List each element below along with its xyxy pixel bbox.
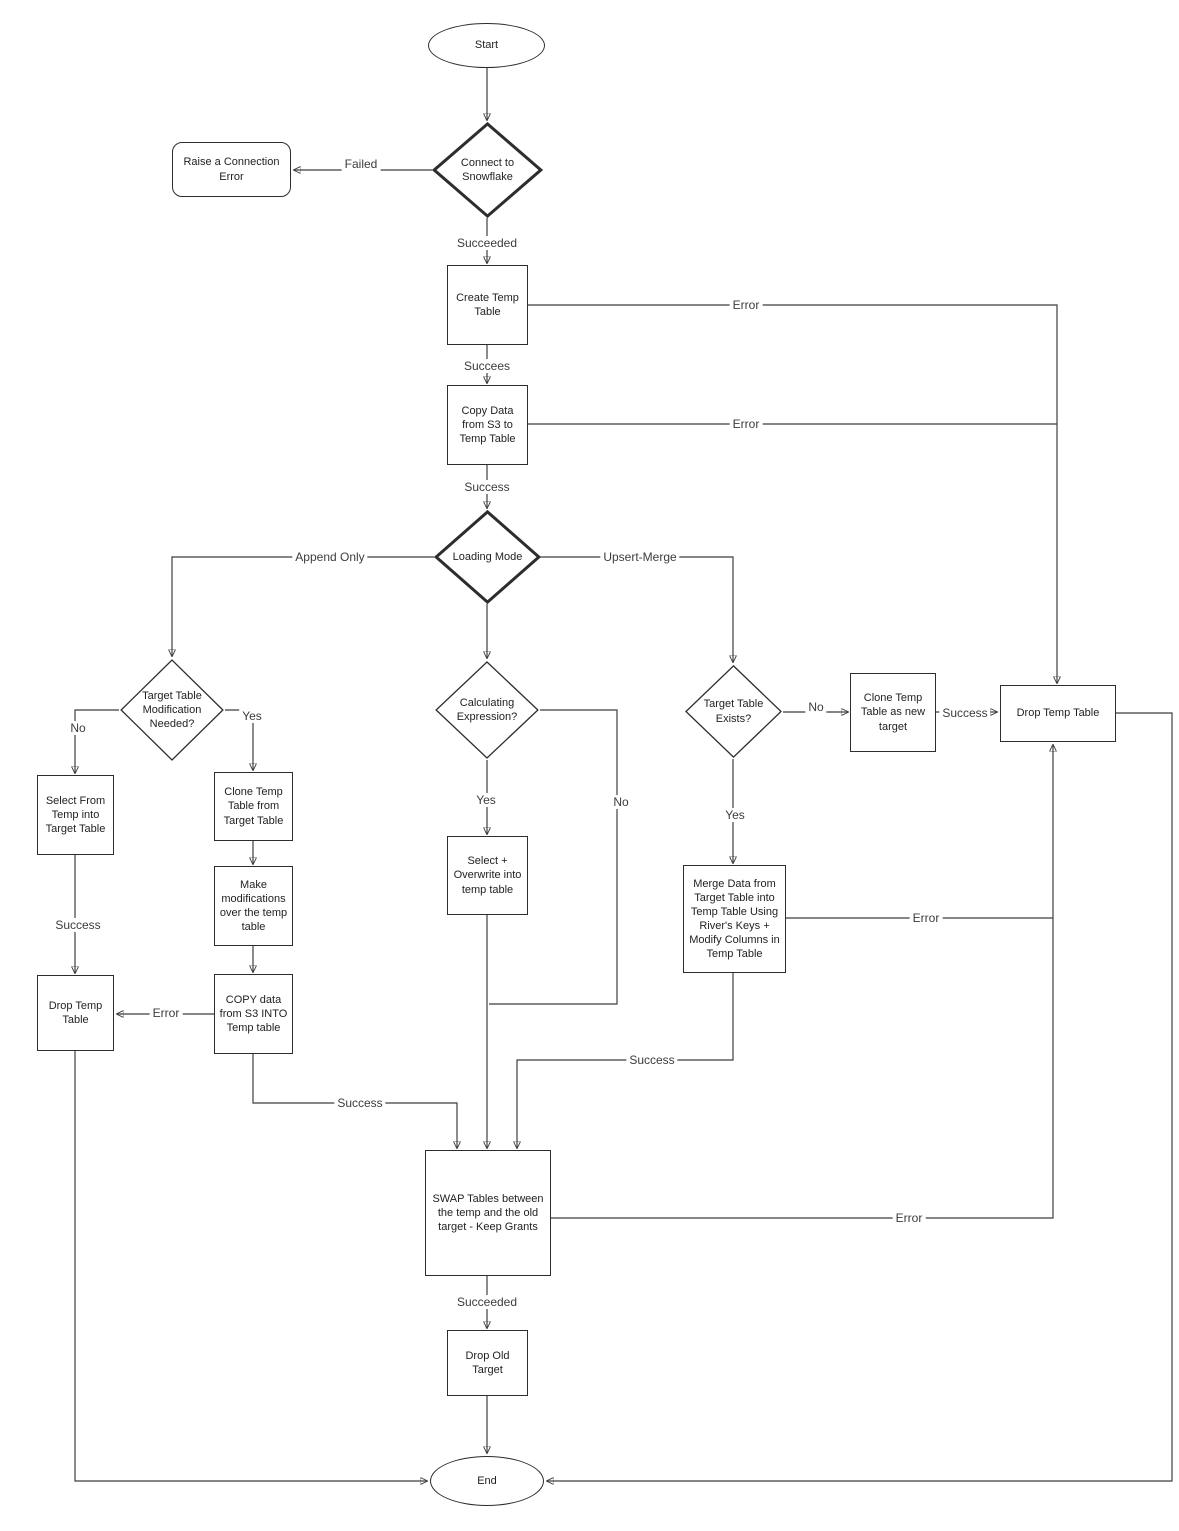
- edge-label-clone-success: Success: [939, 706, 991, 720]
- edge-label-error-copy: Error: [729, 417, 763, 431]
- node-copy-data-label: Copy Data from S3 to Temp Table: [459, 404, 516, 446]
- node-loading-mode: Loading Mode: [434, 510, 541, 604]
- edge-merge-success-swap: [517, 973, 734, 1148]
- edge-upsert-merge: [540, 556, 733, 662]
- edge-label-swap-succeeded: Succeeded: [453, 1295, 521, 1309]
- node-create-temp-table: Create Temp Table: [447, 265, 528, 345]
- node-tte-label: Target Table Exists?: [703, 698, 764, 725]
- edge-label-succees: Succees: [460, 359, 514, 373]
- edge-label-success-copy: Success: [461, 480, 513, 494]
- node-drop-temp-left-label: Drop Temp Table: [48, 999, 103, 1026]
- diamond-shape-icon: [684, 664, 783, 759]
- node-select-overwrite-label: Select + Overwrite into temp table: [453, 855, 522, 896]
- diamond-shape-icon: [432, 122, 543, 218]
- node-make-modifications: Make modifications over the temp table: [214, 866, 293, 946]
- node-select-from-temp-label: Select From Temp into Target Table: [45, 794, 106, 836]
- edge-droptempright-end: [547, 712, 1173, 1481]
- node-copy-into-label: COPY data from S3 INTO Temp table: [219, 993, 288, 1035]
- edge-label-copy-into-error: Error: [149, 1006, 183, 1020]
- node-target-table-exists: Target Table Exists?: [684, 664, 783, 759]
- edge-droptempleft-end: [74, 1051, 427, 1481]
- diamond-shape-icon: [434, 510, 541, 604]
- node-ttm-label: Target Table Modification Needed?: [142, 689, 202, 731]
- node-end-label: End: [477, 1474, 497, 1487]
- node-make-modifications-label: Make modifications over the temp table: [219, 878, 288, 934]
- edge-label-error-create: Error: [729, 298, 763, 312]
- edge-label-upsert-merge: Upsert-Merge: [600, 550, 680, 564]
- node-clone-temp-as-new-target: Clone Temp Table as new target: [850, 673, 936, 752]
- edge-ce-no: [489, 709, 618, 1005]
- edge-ttm-no: [75, 709, 119, 773]
- node-select-overwrite: Select + Overwrite into temp table: [447, 836, 528, 915]
- edge-create-error-trunk: [528, 304, 1057, 683]
- edge-label-append-only: Append Only: [292, 550, 368, 564]
- node-raise-label: Raise a Connection Error: [183, 156, 280, 183]
- node-copy-data-s3-to-temp: Copy Data from S3 to Temp Table: [447, 385, 528, 465]
- node-clone-from-target-label: Clone Temp Table from Target Table: [223, 786, 284, 827]
- node-drop-temp-table-right: Drop Temp Table: [1000, 685, 1116, 742]
- node-drop-temp-table-left: Drop Temp Table: [37, 975, 114, 1051]
- node-merge-data: Merge Data from Target Table into Temp T…: [683, 865, 786, 973]
- edge-label-failed: Failed: [341, 157, 381, 171]
- edge-label-ce-yes: Yes: [473, 793, 499, 807]
- node-start: Start: [428, 23, 545, 68]
- node-raise-connection-error: Raise a Connection Error: [172, 142, 291, 197]
- edge-label-ttm-yes: Yes: [239, 709, 265, 723]
- node-select-from-temp: Select From Temp into Target Table: [37, 775, 114, 855]
- edge-swap-error-trunk: [551, 745, 1053, 1219]
- node-target-table-modification: Target Table Modification Needed?: [119, 658, 225, 762]
- edge-label-ce-no: No: [610, 795, 632, 809]
- node-ce-label: Calculating Expression?: [456, 696, 518, 723]
- edge-label-merge-error: Error: [909, 911, 943, 925]
- node-end: End: [430, 1456, 544, 1506]
- diamond-shape-icon: [434, 660, 540, 760]
- edge-label-ttm-no: No: [67, 721, 89, 735]
- edge-label-merge-success: Success: [626, 1053, 678, 1067]
- node-drop-temp-right-label: Drop Temp Table: [1016, 707, 1100, 720]
- node-drop-old-target-label: Drop Old Target: [465, 1349, 510, 1376]
- node-start-label: Start: [474, 39, 499, 52]
- node-calculating-expression: Calculating Expression?: [434, 660, 540, 760]
- node-swap-tables-label: SWAP Tables between the temp and the old…: [432, 1192, 544, 1234]
- edge-label-succeeded-top: Succeeded: [453, 236, 521, 250]
- edge-append-only: [172, 556, 434, 656]
- edge-label-tte-no: No: [805, 700, 827, 714]
- edge-label-select-success: Success: [52, 918, 104, 932]
- edge-label-swap-error: Error: [892, 1211, 926, 1225]
- node-connect-to-snowflake: Connect to Snowflake: [432, 122, 543, 218]
- edge-label-tte-yes: Yes: [722, 808, 748, 822]
- node-copy-data-s3-into-temp: COPY data from S3 INTO Temp table: [214, 974, 293, 1054]
- node-drop-old-target: Drop Old Target: [447, 1330, 528, 1396]
- node-clone-new-target-label: Clone Temp Table as new target: [860, 692, 926, 733]
- node-loading-mode-label: Loading Mode: [452, 550, 523, 563]
- node-merge-data-label: Merge Data from Target Table into Temp T…: [689, 877, 780, 961]
- node-create-temp-label: Create Temp Table: [456, 291, 519, 318]
- node-connect-label: Connect to Snowflake: [460, 156, 515, 183]
- diamond-shape-icon: [119, 658, 225, 762]
- node-swap-tables: SWAP Tables between the temp and the old…: [425, 1150, 551, 1276]
- node-clone-temp-from-target: Clone Temp Table from Target Table: [214, 772, 293, 841]
- edge-label-copy-success: Success: [334, 1096, 386, 1110]
